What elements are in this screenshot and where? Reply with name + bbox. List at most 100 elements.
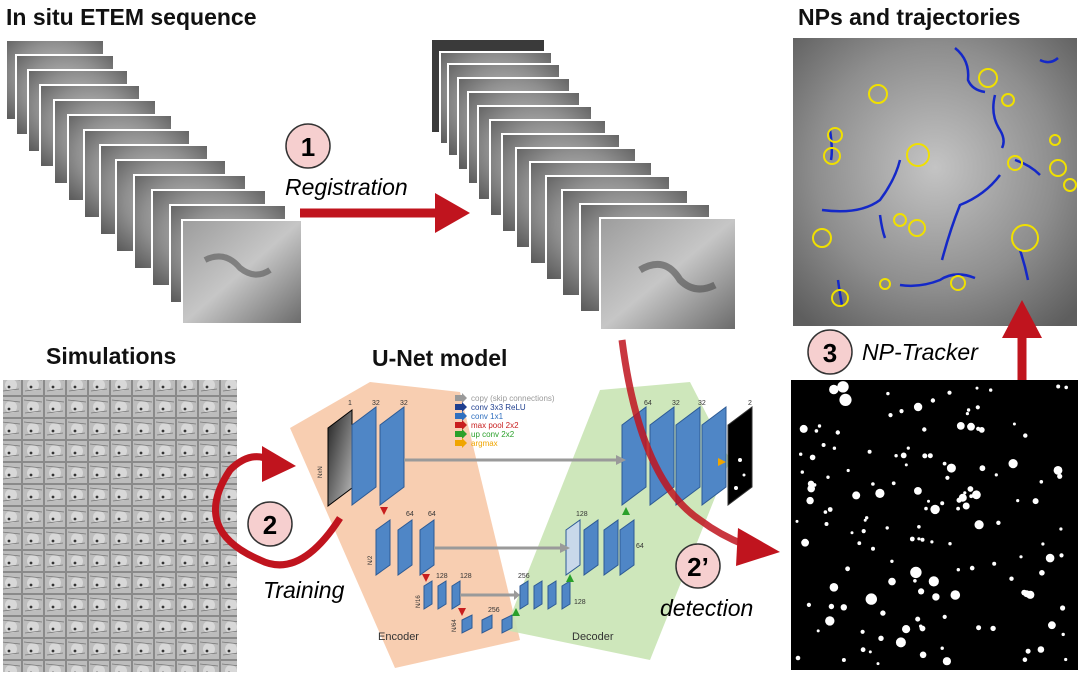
np-dot xyxy=(826,475,830,479)
ch-d3b: 128 xyxy=(574,599,586,606)
unet-diagram: Encoder Decoder xyxy=(290,382,753,668)
np-dot xyxy=(1023,433,1028,438)
np-dot xyxy=(845,566,850,572)
ch-e2a: 64 xyxy=(406,511,414,518)
np-dot xyxy=(801,538,809,547)
np-dot xyxy=(824,522,829,526)
np-dot xyxy=(795,519,799,523)
step-2-prime-label: detection xyxy=(660,595,753,621)
ch-e3a: 128 xyxy=(436,573,448,580)
np-dot xyxy=(976,625,982,631)
trajectory-image xyxy=(793,38,1077,326)
np-dot xyxy=(1008,459,1018,469)
etem-title: In situ ETEM sequence xyxy=(6,4,257,30)
np-dot xyxy=(899,409,904,414)
np-dot xyxy=(962,502,970,510)
np-dot xyxy=(902,625,911,634)
unet-legend: copy (skip connections)conv 3x3 ReLUconv… xyxy=(455,393,555,448)
np-dot xyxy=(828,603,835,610)
step-2-prime: 2’ detection xyxy=(660,543,753,621)
legend-label: max pool 2x2 xyxy=(471,421,519,430)
nps-title: NPs and trajectories xyxy=(798,4,1021,30)
legend-arrow-icon xyxy=(455,438,467,448)
simulation-image xyxy=(3,380,237,672)
np-dot xyxy=(972,490,981,500)
ch-e1b: 32 xyxy=(400,400,408,407)
np-dot xyxy=(910,566,922,579)
np-dot xyxy=(861,529,866,534)
encoder-label: Encoder xyxy=(378,631,419,643)
decoder-label: Decoder xyxy=(572,631,614,643)
np-dot xyxy=(967,486,974,492)
svg-text:1: 1 xyxy=(301,132,315,162)
legend-arrow-icon xyxy=(455,402,467,412)
np-dot xyxy=(863,518,867,522)
np-dot xyxy=(876,662,880,666)
np-dot xyxy=(895,637,906,648)
legend-arrow-icon xyxy=(455,411,467,421)
np-dot xyxy=(950,590,961,600)
np-dot xyxy=(1041,542,1045,546)
np-dot xyxy=(888,577,896,586)
np-dot xyxy=(1048,621,1056,630)
np-dot xyxy=(860,647,866,653)
size-n4: N/16 xyxy=(416,595,422,608)
np-dot xyxy=(829,583,839,592)
np-dot xyxy=(860,629,865,634)
np-dot xyxy=(890,559,894,563)
np-dot xyxy=(996,520,1001,525)
np-dot xyxy=(947,390,952,395)
np-dot xyxy=(924,506,928,511)
np-dot xyxy=(966,408,971,412)
np-dot xyxy=(888,413,893,418)
np-dot xyxy=(829,384,839,395)
np-dot xyxy=(969,494,974,499)
arrow-tracker-icon xyxy=(1002,300,1042,338)
np-dot xyxy=(1019,555,1023,559)
np-dot xyxy=(956,422,965,430)
ch-e3b: 128 xyxy=(460,573,472,580)
arrow-training-icon xyxy=(262,446,296,482)
ch-d2a: 128 xyxy=(576,511,588,518)
np-dot xyxy=(975,386,979,390)
legend-label: conv 1x1 xyxy=(471,412,504,421)
np-dot xyxy=(799,452,803,456)
np-dot xyxy=(852,491,861,500)
np-dot xyxy=(917,525,921,529)
np-dot xyxy=(807,484,815,493)
np-dot xyxy=(1016,499,1020,503)
etem-image-stack xyxy=(5,39,303,325)
np-dot xyxy=(857,541,862,546)
np-dot xyxy=(894,454,898,458)
np-dot xyxy=(825,616,835,626)
size-n2: N/2 xyxy=(368,555,374,565)
np-dot xyxy=(1025,648,1031,654)
np-dot xyxy=(922,427,927,432)
np-dot xyxy=(871,482,875,486)
np-dot xyxy=(958,493,967,502)
ch-e2b: 64 xyxy=(428,511,436,518)
np-dot xyxy=(913,579,917,583)
np-dot xyxy=(850,531,854,535)
svg-text:3: 3 xyxy=(823,338,837,368)
ch-in: 1 xyxy=(348,400,352,407)
np-dot xyxy=(875,488,885,498)
np-dot xyxy=(932,593,940,601)
svg-text:2: 2 xyxy=(263,510,277,540)
flow-arrows xyxy=(212,193,1042,569)
np-dot xyxy=(919,624,923,628)
np-dot xyxy=(974,520,984,530)
np-dot xyxy=(913,402,923,412)
np-dot xyxy=(942,461,947,466)
np-dot xyxy=(948,542,952,546)
np-dot xyxy=(930,540,934,544)
np-dot xyxy=(1060,605,1066,611)
np-dot xyxy=(885,526,889,530)
step-1-label: Registration xyxy=(285,174,408,200)
np-dot xyxy=(795,655,801,661)
ch-d1a: 64 xyxy=(644,400,652,407)
ch-e1a: 32 xyxy=(372,400,380,407)
np-dot xyxy=(832,446,837,450)
ch-b1: 256 xyxy=(488,607,500,614)
